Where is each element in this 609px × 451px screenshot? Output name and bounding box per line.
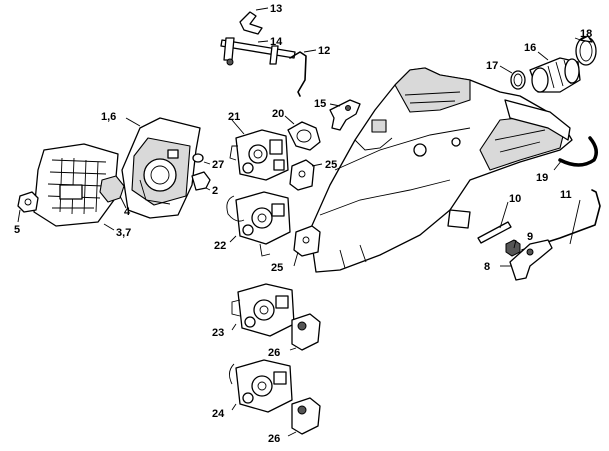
part-4-gasket xyxy=(99,175,125,203)
part-15-lever xyxy=(329,99,361,131)
callout-11: 11 xyxy=(560,189,572,201)
callout-17: 17 xyxy=(486,60,498,72)
part-22-carburetor xyxy=(226,191,291,257)
callout-22: 22 xyxy=(214,240,226,252)
callout-5: 5 xyxy=(14,224,20,236)
part-2-nut xyxy=(191,171,211,191)
part-3-7-filter-cover xyxy=(33,143,119,227)
part-8-trigger xyxy=(509,239,553,281)
part-21-carburetor xyxy=(229,129,289,181)
part-12-rod xyxy=(289,51,307,97)
callout-2: 2 xyxy=(212,185,218,197)
part-20-gasket xyxy=(287,121,321,151)
part-18-clamp xyxy=(575,35,597,66)
callout-10: 10 xyxy=(509,193,521,205)
callout-labels: 13 14 12 15 18 16 17 1,6 20 21 27 25 2 4… xyxy=(14,3,592,445)
callout-23: 23 xyxy=(212,327,224,339)
callout-25-upper: 25 xyxy=(325,159,337,171)
part-26-cover-upper xyxy=(291,313,321,351)
callout-12: 12 xyxy=(318,45,330,57)
callout-26-lower: 26 xyxy=(268,433,280,445)
callout-1-6: 1,6 xyxy=(101,111,116,123)
callout-26-upper: 26 xyxy=(268,347,280,359)
part-19-hose xyxy=(558,136,598,167)
callout-3-7: 3,7 xyxy=(116,227,131,239)
part-17-ring xyxy=(510,70,526,90)
callout-19: 19 xyxy=(536,172,548,184)
part-25-shield-upper xyxy=(289,159,315,191)
part-27-washer xyxy=(192,153,204,163)
part-23-carburetor xyxy=(231,283,295,337)
part-13-clip xyxy=(239,11,263,35)
part-10-pin xyxy=(477,221,512,244)
callout-16: 16 xyxy=(524,42,536,54)
part-9-nut xyxy=(505,239,521,257)
callout-20: 20 xyxy=(272,108,284,120)
callout-9: 9 xyxy=(527,231,533,243)
part-24-carburetor xyxy=(229,359,293,413)
leader-lines xyxy=(17,7,584,437)
part-14-shaft xyxy=(220,37,296,66)
callout-27: 27 xyxy=(212,159,224,171)
part-11-rod xyxy=(521,189,601,251)
callout-21: 21 xyxy=(228,111,240,123)
callout-4: 4 xyxy=(124,206,131,218)
callout-25-lower: 25 xyxy=(271,262,283,274)
part-1-6-filter-housing xyxy=(121,117,201,219)
callout-15: 15 xyxy=(314,98,326,110)
main-housing xyxy=(309,67,573,273)
part-26-cover-lower xyxy=(291,397,321,435)
callout-13: 13 xyxy=(270,3,282,15)
callout-14: 14 xyxy=(270,36,283,48)
callout-18: 18 xyxy=(580,28,592,40)
part-5-nut xyxy=(17,191,39,213)
part-16-boot xyxy=(529,57,581,93)
part-25-shield-lower xyxy=(293,225,321,257)
callout-24: 24 xyxy=(212,408,225,420)
callout-8: 8 xyxy=(484,261,490,273)
